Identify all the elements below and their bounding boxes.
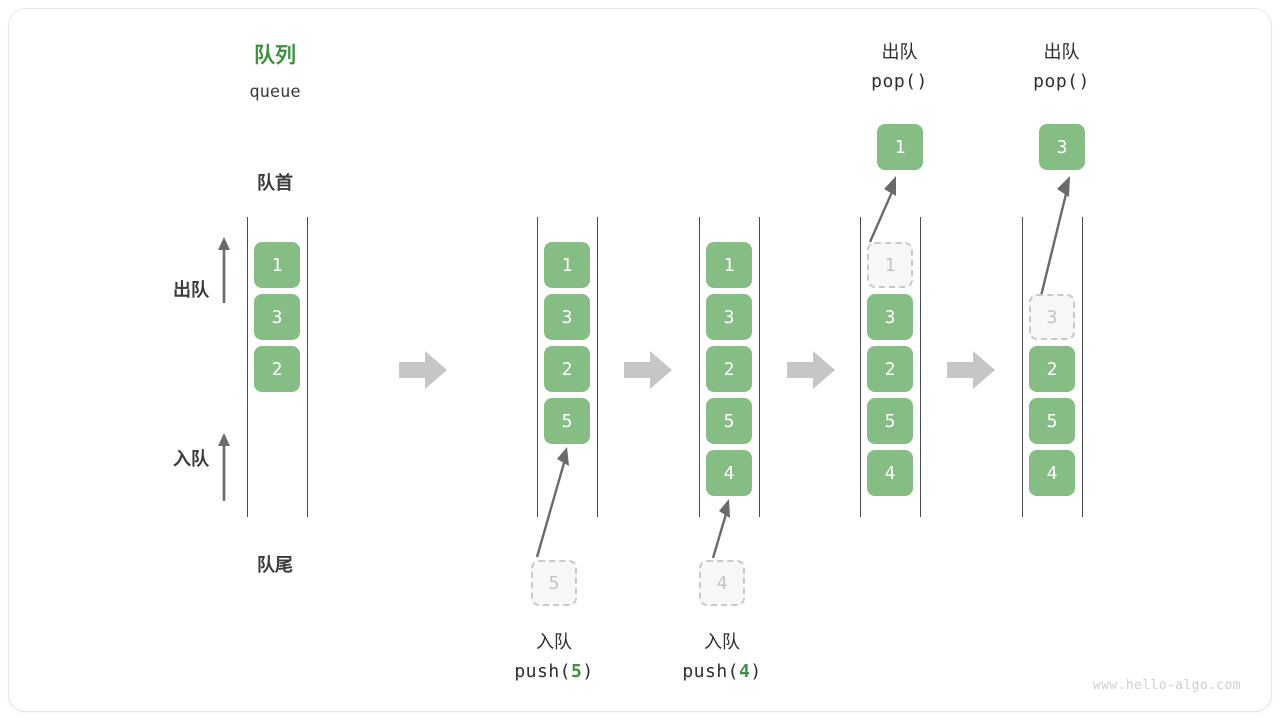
- diagram-card: 队列 queue 队首 队尾 出队 入队 1 3 2 1 3 2 5: [8, 8, 1272, 712]
- rail-left: [860, 217, 861, 517]
- dequeue-direction-arrow-icon: [218, 237, 230, 303]
- caption-code-prefix: pop(: [871, 71, 917, 92]
- queue-cell: 2: [1029, 346, 1075, 392]
- queue-cell: 1: [254, 242, 300, 288]
- caption-code-arg: 5: [571, 661, 583, 682]
- queue-cell: 2: [706, 346, 752, 392]
- caption-code: push(5): [464, 657, 644, 687]
- figure-title-cn: 队列: [254, 44, 296, 67]
- push-arrow-icon: [535, 447, 569, 558]
- rail-right: [597, 217, 598, 517]
- pop-arrow-icon: [868, 176, 896, 243]
- rail-left: [1022, 217, 1023, 517]
- rail-left: [247, 217, 248, 517]
- caption-cn: 出队: [881, 42, 918, 62]
- enqueue-direction-arrow-icon: [218, 433, 230, 501]
- stage-caption-pop-1: 出队 pop(): [812, 37, 987, 97]
- pending-element: 5: [531, 560, 577, 606]
- queue-cell: 2: [254, 346, 300, 392]
- queue-cell-ghost: 3: [1029, 294, 1075, 340]
- queue-cell-ghost: 1: [867, 242, 913, 288]
- queue-cell: 3: [544, 294, 590, 340]
- flow-arrow-icon: [787, 351, 835, 389]
- rail-right: [307, 217, 308, 517]
- popped-element: 3: [1039, 124, 1085, 170]
- figure-title-en: queue: [249, 82, 301, 102]
- caption-code-prefix: push(: [682, 661, 739, 682]
- caption-cn: 出队: [1043, 42, 1080, 62]
- queue-tail-label: 队尾: [257, 555, 293, 575]
- caption-cn: 入队: [536, 632, 572, 652]
- caption-cn: 入队: [704, 632, 740, 652]
- flow-arrow-icon: [624, 351, 672, 389]
- queue-cell: 4: [706, 450, 752, 496]
- queue-cell: 3: [254, 294, 300, 340]
- caption-code: push(4): [632, 657, 812, 687]
- queue-head-label: 队首: [257, 173, 293, 193]
- queue-cell: 3: [867, 294, 913, 340]
- caption-code: pop(): [812, 67, 987, 97]
- queue-cell: 5: [544, 398, 590, 444]
- pop-arrow-icon: [1039, 176, 1070, 297]
- stage-caption-pop-3: 出队 pop(): [974, 37, 1149, 97]
- rail-left: [699, 217, 700, 517]
- caption-code-prefix: pop(: [1033, 71, 1079, 92]
- queue-cell: 3: [706, 294, 752, 340]
- caption-code-suffix: ): [750, 661, 762, 682]
- queue-cell: 1: [706, 242, 752, 288]
- queue-cell: 4: [1029, 450, 1075, 496]
- dequeue-direction-label: 出队: [173, 280, 209, 300]
- queue-cell: 5: [1029, 398, 1075, 444]
- rail-right: [920, 217, 921, 517]
- caption-code: pop(): [974, 67, 1149, 97]
- queue-cell: 4: [867, 450, 913, 496]
- stage-caption-push-5: 入队 push(5): [464, 627, 644, 687]
- queue-cell: 1: [544, 242, 590, 288]
- rail-right: [759, 217, 760, 517]
- queue-cell: 5: [867, 398, 913, 444]
- caption-code-suffix: ): [916, 71, 928, 92]
- caption-code-suffix: ): [1078, 71, 1090, 92]
- watermark: www.hello-algo.com: [1092, 678, 1241, 693]
- caption-code-prefix: push(: [514, 661, 571, 682]
- caption-code-suffix: ): [582, 661, 594, 682]
- pending-element: 4: [699, 560, 745, 606]
- popped-element: 1: [877, 124, 923, 170]
- rail-left: [537, 217, 538, 517]
- caption-code-arg: 4: [739, 661, 751, 682]
- queue-cell: 2: [867, 346, 913, 392]
- rail-right: [1082, 217, 1083, 517]
- queue-cell: 5: [706, 398, 752, 444]
- enqueue-direction-label: 入队: [173, 449, 209, 469]
- stage-caption-push-4: 入队 push(4): [632, 627, 812, 687]
- queue-cell: 2: [544, 346, 590, 392]
- flow-arrow-icon: [399, 351, 447, 389]
- push-arrow-icon: [711, 499, 730, 559]
- flow-arrow-icon: [947, 351, 995, 389]
